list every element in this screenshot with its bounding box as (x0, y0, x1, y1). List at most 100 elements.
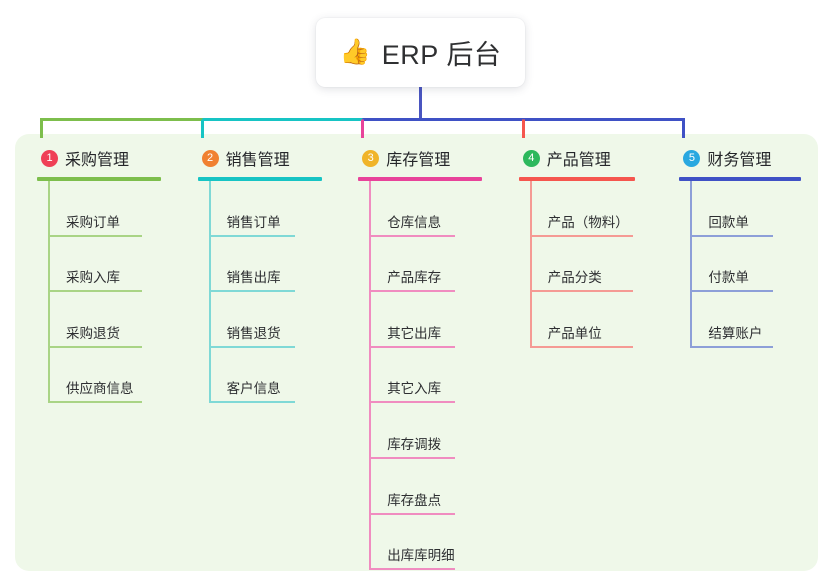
leaf-item[interactable]: 销售退货 (209, 292, 337, 348)
leaf-item-label: 回款单 (708, 214, 749, 230)
leaf-item-rule (691, 290, 774, 293)
branch-number-badge: 1 (41, 149, 58, 167)
leaf-item[interactable]: 供应商信息 (49, 348, 176, 404)
branch-number-badge: 4 (522, 149, 540, 167)
branch-leaf-list: 回款单付款单结算账户 (679, 181, 818, 348)
branch-leaf-list: 销售订单销售出库销售退货客户信息 (198, 181, 337, 404)
branch-title: 财务管理 (707, 152, 772, 169)
leaf-item-rule (370, 401, 456, 404)
leaf-item-rule (370, 456, 456, 459)
leaf-item-label: 采购入库 (66, 270, 120, 286)
branch-leaf-list: 采购订单采购入库采购退货供应商信息 (37, 181, 176, 404)
branch-leaf-list: 产品（物料） 产品分类产品单位 (519, 181, 658, 348)
leaf-item-label: 产品（物料） (547, 214, 629, 230)
leaf-item[interactable]: 其它出库 (370, 292, 497, 348)
branch-header-rule (679, 177, 802, 181)
leaf-item[interactable]: 采购入库 (49, 237, 176, 293)
leaf-item-rule (530, 234, 633, 237)
leaf-item[interactable]: 产品（物料） (530, 181, 658, 237)
leaf-item[interactable]: 采购订单 (49, 181, 176, 237)
leaf-item-rule (370, 234, 456, 237)
leaf-item-rule (530, 290, 633, 293)
branch-header-rule (518, 177, 635, 181)
leaf-item-label: 出库库明细 (387, 548, 455, 564)
branch-title: 产品管理 (546, 152, 611, 169)
leaf-item[interactable]: 库存调拨 (370, 403, 497, 459)
leaf-item[interactable]: 采购退货 (49, 292, 176, 348)
root-node-card[interactable]: 👍 ERP 后台 (316, 18, 525, 87)
leaf-item-rule (49, 234, 142, 237)
leaf-item-label: 仓库信息 (387, 214, 442, 230)
leaf-item-label: 其它出库 (387, 325, 442, 341)
leaf-item-label: 销售退货 (226, 325, 281, 341)
leaf-item-rule (691, 234, 774, 237)
branch-title: 销售管理 (225, 152, 290, 169)
branch-column-1: 1 采购管理采购订单采购入库采购退货供应商信息 (15, 134, 176, 571)
leaf-item[interactable]: 产品库存 (370, 237, 497, 293)
branch-header-rule (197, 177, 322, 181)
leaf-item-label: 采购退货 (66, 325, 120, 341)
branch-header-3[interactable]: 3 库存管理 (358, 144, 497, 172)
branch-header-rule (358, 177, 483, 181)
leaf-item[interactable]: 付款单 (691, 237, 818, 293)
leaf-item-label: 客户信息 (226, 381, 281, 397)
leaf-item[interactable]: 客户信息 (209, 348, 337, 404)
leaf-item-rule (49, 345, 142, 348)
leaf-item-rule (691, 345, 774, 348)
leaf-item[interactable]: 其它入库 (370, 348, 497, 404)
branch-column-5: 5 财务管理回款单付款单结算账户 (657, 134, 818, 571)
leaf-item-rule (209, 401, 295, 404)
branch-trunk-line (208, 181, 211, 404)
leaf-item-label: 产品单位 (547, 325, 602, 341)
branch-trunk-line (369, 181, 372, 571)
leaf-item-rule (209, 234, 295, 237)
branch-header-5[interactable]: 5 财务管理 (679, 144, 818, 172)
branch-column-4: 4 产品管理产品（物料） 产品分类产品单位 (497, 134, 658, 571)
branch-title: 采购管理 (65, 152, 130, 169)
leaf-item-label: 其它入库 (387, 381, 442, 397)
branch-number-badge: 3 (362, 149, 380, 167)
leaf-item[interactable]: 产品单位 (530, 292, 658, 348)
leaf-item-label: 库存调拨 (387, 436, 442, 452)
leaf-item[interactable]: 回款单 (691, 181, 818, 237)
root-node-title: ERP 后台 (381, 40, 502, 70)
leaf-item[interactable]: 出库库明细 (370, 515, 497, 571)
branch-leaf-list: 仓库信息产品库存其它出库其它入库库存调拨库存盘点出库库明细 (358, 181, 497, 571)
leaf-item-label: 销售出库 (226, 270, 281, 286)
leaf-item[interactable]: 结算账户 (691, 292, 818, 348)
leaf-item-rule (49, 290, 142, 293)
branch-column-3: 3 库存管理仓库信息产品库存其它出库其它入库库存调拨库存盘点出库库明细 (336, 134, 497, 571)
leaf-item-label: 供应商信息 (66, 381, 134, 397)
leaf-item-label: 采购订单 (66, 214, 120, 230)
branch-header-1[interactable]: 1 采购管理 (37, 144, 176, 172)
branch-title: 库存管理 (386, 152, 451, 169)
leaf-item-label: 销售订单 (226, 214, 281, 230)
branch-trunk-line (690, 181, 693, 348)
leaf-item-rule (370, 512, 456, 515)
branch-trunk-line (529, 181, 532, 348)
branch-number-badge: 5 (683, 149, 701, 167)
leaf-item-label: 库存盘点 (387, 492, 442, 508)
leaf-item[interactable]: 产品分类 (530, 237, 658, 293)
branch-header-rule (37, 177, 161, 181)
thumbs-up-icon: 👍 (339, 38, 371, 66)
leaf-item-rule (370, 345, 456, 348)
leaf-item-rule (49, 401, 142, 404)
leaf-item[interactable]: 仓库信息 (370, 181, 497, 237)
branches-panel (15, 134, 818, 571)
leaf-item[interactable]: 销售出库 (209, 237, 337, 293)
leaf-item[interactable]: 库存盘点 (370, 459, 497, 515)
leaf-item[interactable]: 销售订单 (209, 181, 337, 237)
leaf-item-label: 付款单 (708, 270, 749, 286)
leaf-item-rule (530, 345, 633, 348)
leaf-item-rule (370, 290, 456, 293)
leaf-item-rule (209, 345, 295, 348)
leaf-item-label: 产品库存 (387, 270, 442, 286)
branch-header-4[interactable]: 4 产品管理 (519, 144, 658, 172)
leaf-item-rule (370, 568, 456, 571)
leaf-item-rule (209, 290, 295, 293)
